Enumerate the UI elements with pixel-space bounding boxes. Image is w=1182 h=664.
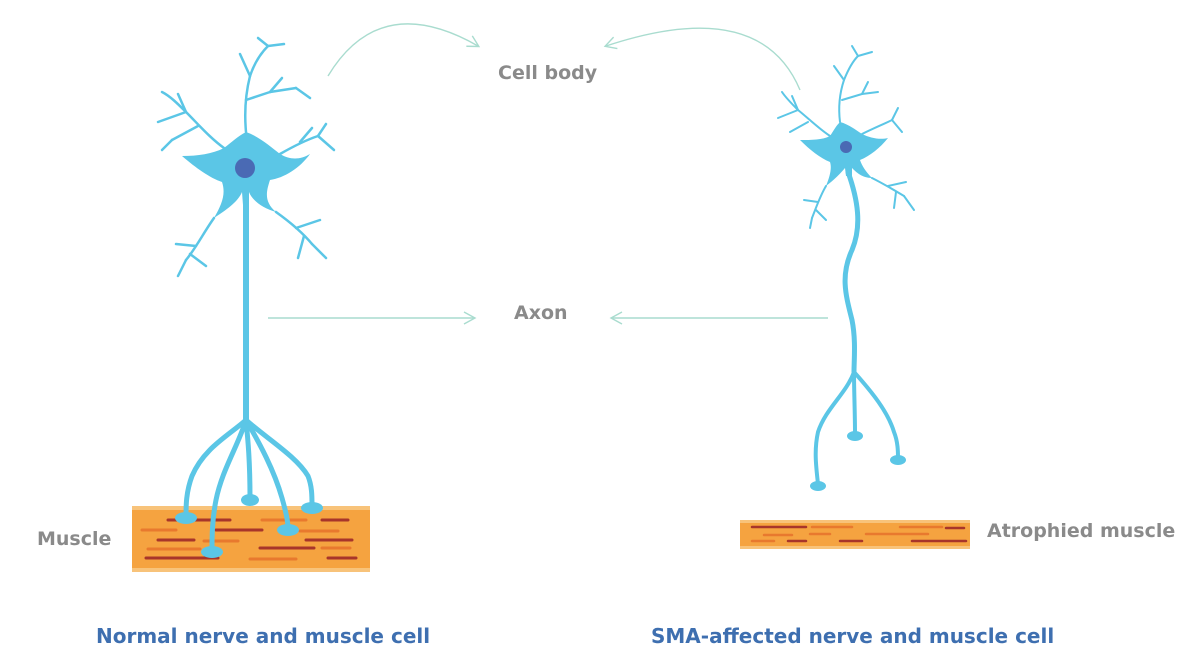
normal-caption: Normal nerve and muscle cell [96, 624, 431, 648]
normal-nucleus [235, 158, 255, 178]
sma-synaptic-bulbs [810, 431, 906, 491]
normal-synaptic-bulbs [175, 494, 323, 558]
pointer-arrows [268, 23, 828, 325]
cell-body-arrow-left [327, 23, 481, 77]
sma-axon-terminals [813, 370, 900, 486]
normal-dendrites [156, 36, 336, 278]
sma-dendrites [777, 45, 915, 229]
atrophied-muscle-label: Atrophied muscle [987, 520, 1176, 542]
cell-body-label: Cell body [498, 62, 598, 84]
normal-neuron [156, 36, 336, 558]
sma-caption: SMA-affected nerve and muscle cell [651, 624, 1055, 648]
normal-axon-terminals [183, 417, 315, 553]
sma-neuron [777, 45, 915, 491]
atrophied-muscle-fibers [750, 525, 968, 543]
axon-label: Axon [514, 302, 568, 324]
normal-muscle-fibers [140, 518, 358, 561]
sma-cell-body [800, 122, 888, 186]
cell-body-arrow-right [603, 27, 801, 91]
atrophied-muscle [740, 520, 970, 549]
muscle-label: Muscle [37, 528, 112, 550]
sma-nucleus [840, 141, 852, 153]
sma-axon [842, 169, 861, 375]
normal-muscle [132, 506, 370, 572]
